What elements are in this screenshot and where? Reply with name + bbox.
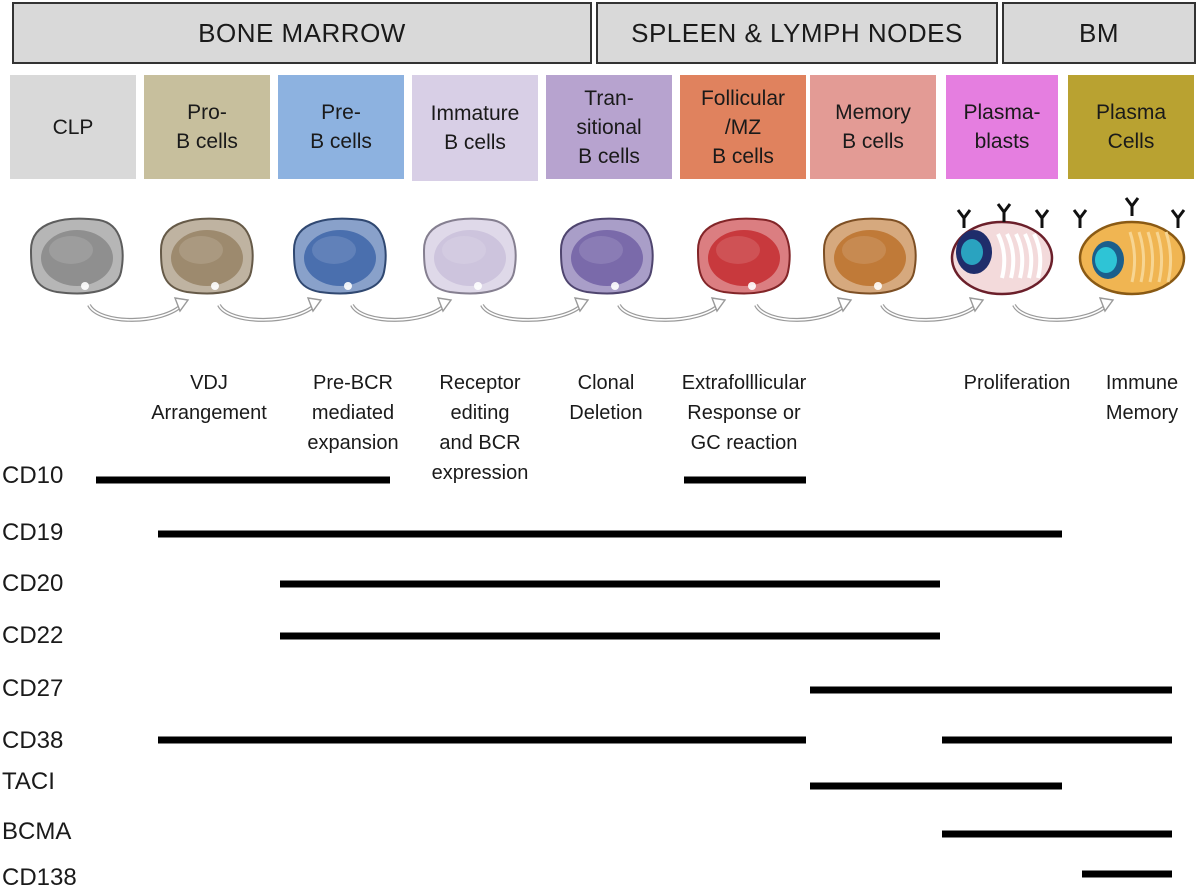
stage-label: Plasma Cells <box>1095 101 1167 153</box>
stage-label: CLP <box>52 115 94 139</box>
marker-label-cd38: CD38 <box>2 727 64 754</box>
marker-label-cd20: CD20 <box>2 570 64 597</box>
process-label: Proliferation <box>963 372 1071 394</box>
cell-pro-b <box>159 217 254 295</box>
transition-arrow <box>1012 297 1115 322</box>
stage-transitional-b-cells: Tran- sitional B cells <box>546 75 672 179</box>
marker-expression-bars <box>96 476 1172 878</box>
stage-follicular-mz-b-cells: Follicular /MZ B cells <box>680 75 806 179</box>
process-clonal-deletion: Clonal Deletion <box>550 338 662 428</box>
transition-arrow <box>350 297 453 322</box>
region-bone-marrow: BONE MARROW <box>12 2 592 64</box>
transition-arrow <box>480 297 590 322</box>
cell-follicular-mz-b <box>696 217 791 295</box>
transition-arrow <box>617 297 727 322</box>
process-label: Extrafolllicular Response or GC reaction <box>681 372 807 454</box>
process-receptor-editing: Receptor editing and BCR expression <box>414 338 546 488</box>
cell-plasmablast <box>950 203 1054 296</box>
process-label: Pre-BCR mediated expansion <box>307 372 399 454</box>
stage-pro-b-cells: Pro- B cells <box>144 75 270 179</box>
transition-arrow <box>217 297 323 322</box>
process-label: Clonal Deletion <box>569 372 643 424</box>
transition-arrow <box>754 297 853 322</box>
process-extrafollicular-response: Extrafolllicular Response or GC reaction <box>664 338 824 458</box>
stage-plasmablasts: Plasma- blasts <box>946 75 1058 179</box>
region-label: BONE MARROW <box>198 17 406 48</box>
process-pre-bcr-expansion: Pre-BCR mediated expansion <box>282 338 424 458</box>
stage-label: Pro- B cells <box>176 101 238 153</box>
process-label: VDJ Arrangement <box>151 372 267 424</box>
stage-pre-b-cells: Pre- B cells <box>278 75 404 179</box>
marker-label-bcma: BCMA <box>2 818 72 845</box>
stage-clp: CLP <box>10 75 136 179</box>
region-label: BM <box>1079 17 1119 48</box>
cell-immature-b <box>422 217 517 295</box>
region-label: SPLEEN & LYMPH NODES <box>631 17 963 48</box>
cell-clp <box>29 217 124 295</box>
marker-label-taci: TACI <box>2 768 55 795</box>
marker-label-cd19: CD19 <box>2 519 64 546</box>
cell-illustrations <box>29 197 1186 296</box>
cell-pre-b <box>292 217 387 295</box>
stage-immature-b-cells: Immature B cells <box>412 75 538 181</box>
cell-transitional-b <box>559 217 654 295</box>
stage-label: Plasma- blasts <box>963 101 1041 153</box>
marker-label-cd10: CD10 <box>2 462 64 489</box>
process-label: Receptor editing and BCR expression <box>431 372 529 484</box>
marker-label-cd27: CD27 <box>2 675 64 702</box>
stage-label: Pre- B cells <box>310 101 372 153</box>
marker-label-cd138: CD138 <box>2 864 77 891</box>
stage-label: Tran- sitional B cells <box>576 86 642 168</box>
transition-arrows <box>87 297 1115 322</box>
stage-label: Follicular /MZ B cells <box>700 86 786 168</box>
process-immune-memory: Immune Memory <box>1090 338 1194 428</box>
cell-memory-b <box>822 217 917 295</box>
transition-arrow <box>880 297 985 322</box>
process-label: Immune Memory <box>1105 372 1179 424</box>
process-proliferation: Proliferation <box>946 338 1088 398</box>
region-bm: BM <box>1002 2 1196 64</box>
stage-label: Immature B cells <box>430 102 520 154</box>
stage-plasma-cells: Plasma Cells <box>1068 75 1194 179</box>
cell-plasma <box>1072 197 1186 296</box>
stage-label: Memory B cells <box>835 101 911 153</box>
region-spleen-lymph-nodes: SPLEEN & LYMPH NODES <box>596 2 998 64</box>
stage-memory-b-cells: Memory B cells <box>810 75 936 179</box>
marker-label-cd22: CD22 <box>2 622 64 649</box>
transition-arrow <box>87 297 190 322</box>
process-vdj-arrangement: VDJ Arrangement <box>136 338 282 428</box>
